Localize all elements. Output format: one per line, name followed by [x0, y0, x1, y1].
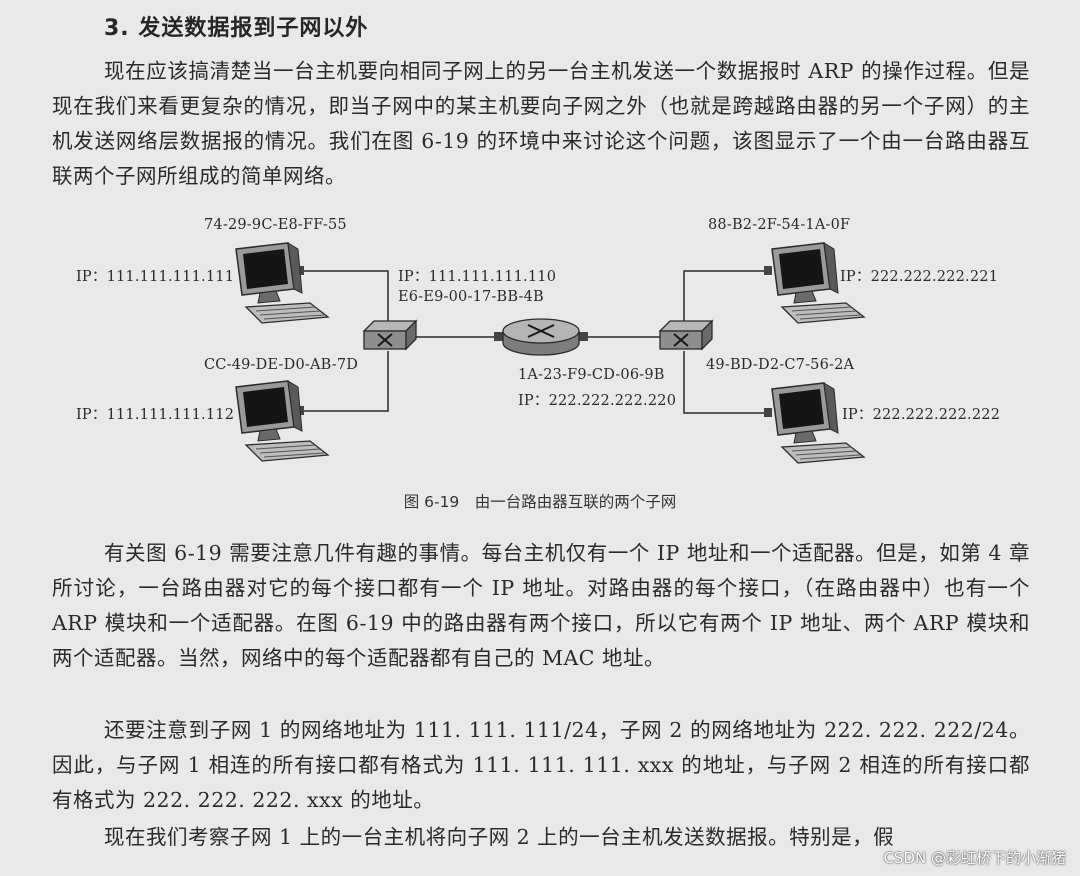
- adapter-router-if2: [579, 332, 588, 341]
- router-if1-ip-label: IP：111.111.111.110: [398, 269, 557, 285]
- adapter-router-if1: [494, 332, 503, 341]
- host2-ip-label: IP：111.111.111.112: [76, 407, 235, 423]
- adapter-host3: [764, 266, 772, 275]
- host2-computer-icon: [235, 380, 329, 462]
- paragraph-intro: 现在应该搞清楚当一台主机要向相同子网上的另一台主机发送一个数据报时 ARP 的操…: [52, 59, 1030, 188]
- figure-caption: 图 6-19 由一台路由器互联的两个子网: [403, 493, 677, 511]
- paragraph-subnet-addresses: 还要注意到子网 1 的网络地址为 111. 111. 111/24，子网 2 的…: [52, 718, 1030, 812]
- link-host2-switch1: [302, 351, 389, 412]
- host4-ip-label: IP：222.222.222.222: [842, 407, 1001, 423]
- router-icon: [502, 318, 580, 356]
- host1-mac-label: 74-29-9C-E8-FF-55: [204, 217, 347, 233]
- host2-mac-label: CC-49-DE-D0-AB-7D: [204, 357, 359, 373]
- switch-subnet1-icon: [363, 320, 417, 350]
- section-heading: 3. 发送数据报到子网以外: [104, 16, 369, 41]
- network-figure: 74-29-9C-E8-FF-55 IP：111.111.111.111 CC-…: [0, 205, 1080, 485]
- host3-ip-label: IP：222.222.222.221: [840, 269, 999, 285]
- paragraph-scenario: 现在我们考察子网 1 上的一台主机将向子网 2 上的一台主机发送数据报。特别是，…: [104, 825, 895, 849]
- paragraph-notes: 有关图 6-19 需要注意几件有趣的事情。每台主机仅有一个 IP 地址和一个适配…: [52, 541, 1030, 670]
- router-if2-ip-label: IP：222.222.222.220: [518, 393, 677, 409]
- host1-computer-icon: [235, 242, 329, 324]
- router-if1-mac-label: E6-E9-00-17-BB-4B: [398, 289, 544, 305]
- link-switch2-host4: [683, 351, 770, 414]
- host3-mac-label: 88-B2-2F-54-1A-0F: [708, 217, 851, 233]
- adapter-host4: [764, 408, 772, 417]
- link-host1-switch1: [302, 270, 389, 323]
- host1-ip-label: IP：111.111.111.111: [76, 269, 235, 285]
- link-switch2-host3: [683, 270, 770, 323]
- switch-subnet2-icon: [659, 320, 713, 350]
- watermark: CSDN @彩虹桥下的小渐猪: [883, 849, 1066, 867]
- host4-mac-label: 49-BD-D2-C7-56-2A: [706, 357, 855, 373]
- network-diagram: [235, 242, 865, 464]
- router-if2-mac-label: 1A-23-F9-CD-06-9B: [518, 367, 665, 383]
